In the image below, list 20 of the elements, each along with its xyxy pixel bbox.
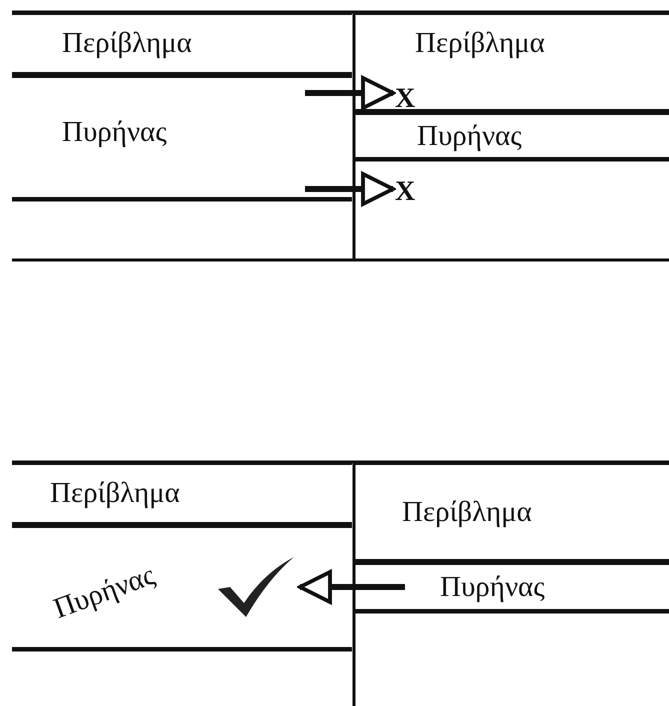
layer-band xyxy=(355,12,669,112)
arrow xyxy=(298,570,405,604)
band-label: Περίβλημα xyxy=(415,27,545,60)
band-label: Πυρήνας xyxy=(62,116,167,149)
band-label: Πυρήνας xyxy=(417,120,522,152)
band-label: Πυρήνας xyxy=(50,559,160,626)
band-label: Περίβλημα xyxy=(402,496,532,528)
layer-band xyxy=(355,112,669,160)
layer-band xyxy=(12,12,352,75)
layer-band xyxy=(355,462,669,562)
cross-mark: X xyxy=(395,83,416,115)
arrow xyxy=(305,172,395,206)
band-label: Πυρήνας xyxy=(440,570,545,604)
band-label: Περίβλημα xyxy=(50,477,180,510)
layer-band xyxy=(355,562,669,612)
cross-mark: X xyxy=(395,176,416,208)
layer-band xyxy=(12,75,352,200)
layer-band xyxy=(12,462,352,525)
band-label: Περίβλημα xyxy=(62,27,192,60)
arrow xyxy=(305,76,395,110)
